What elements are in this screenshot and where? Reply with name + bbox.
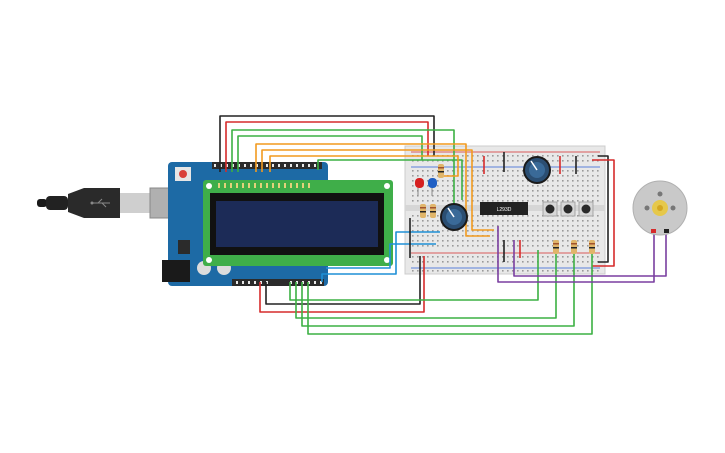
wire-blue[interactable] xyxy=(326,243,436,269)
wire-green[interactable] xyxy=(307,252,593,335)
resistor[interactable] xyxy=(430,204,436,218)
usb-cable[interactable] xyxy=(37,187,187,219)
led-red[interactable] xyxy=(415,178,424,196)
wire-green[interactable] xyxy=(237,135,423,172)
usb-plug-icon xyxy=(90,198,110,208)
led-blue[interactable] xyxy=(428,178,437,196)
wire-black[interactable] xyxy=(265,256,421,305)
wire-green[interactable] xyxy=(231,129,455,206)
wire-orange[interactable] xyxy=(269,155,459,177)
lcd-screen xyxy=(216,201,378,247)
wire-black[interactable] xyxy=(219,115,435,172)
potentiometer-2[interactable] xyxy=(440,203,468,231)
wire-red[interactable] xyxy=(259,256,425,313)
wire-green[interactable] xyxy=(295,252,557,319)
ic-chip[interactable]: L293D xyxy=(480,202,528,215)
push-button-1[interactable] xyxy=(542,201,558,217)
wire-green[interactable] xyxy=(301,252,575,327)
wire-red[interactable] xyxy=(592,159,615,267)
push-button-3[interactable] xyxy=(578,201,594,217)
resistor[interactable] xyxy=(438,164,444,178)
lcd-16x2[interactable] xyxy=(203,180,393,266)
resistor[interactable] xyxy=(553,240,559,254)
wire-black[interactable] xyxy=(598,155,609,263)
ic-label: L293D xyxy=(497,207,512,213)
wire-purple[interactable] xyxy=(497,226,655,283)
wire-purple[interactable] xyxy=(513,232,667,277)
reset-button[interactable] xyxy=(179,170,187,178)
wire-group xyxy=(219,115,667,335)
wire-red[interactable] xyxy=(225,121,429,172)
wire-green[interactable] xyxy=(317,159,463,200)
wire-orange[interactable] xyxy=(255,143,490,237)
potentiometer-1[interactable] xyxy=(523,156,551,184)
dc-motor[interactable] xyxy=(632,180,688,236)
wire-green[interactable] xyxy=(289,250,539,301)
resistor[interactable] xyxy=(589,240,595,254)
wire-orange[interactable] xyxy=(261,149,494,231)
resistor[interactable] xyxy=(571,240,577,254)
resistor[interactable] xyxy=(420,204,426,218)
push-button-2[interactable] xyxy=(560,201,576,217)
